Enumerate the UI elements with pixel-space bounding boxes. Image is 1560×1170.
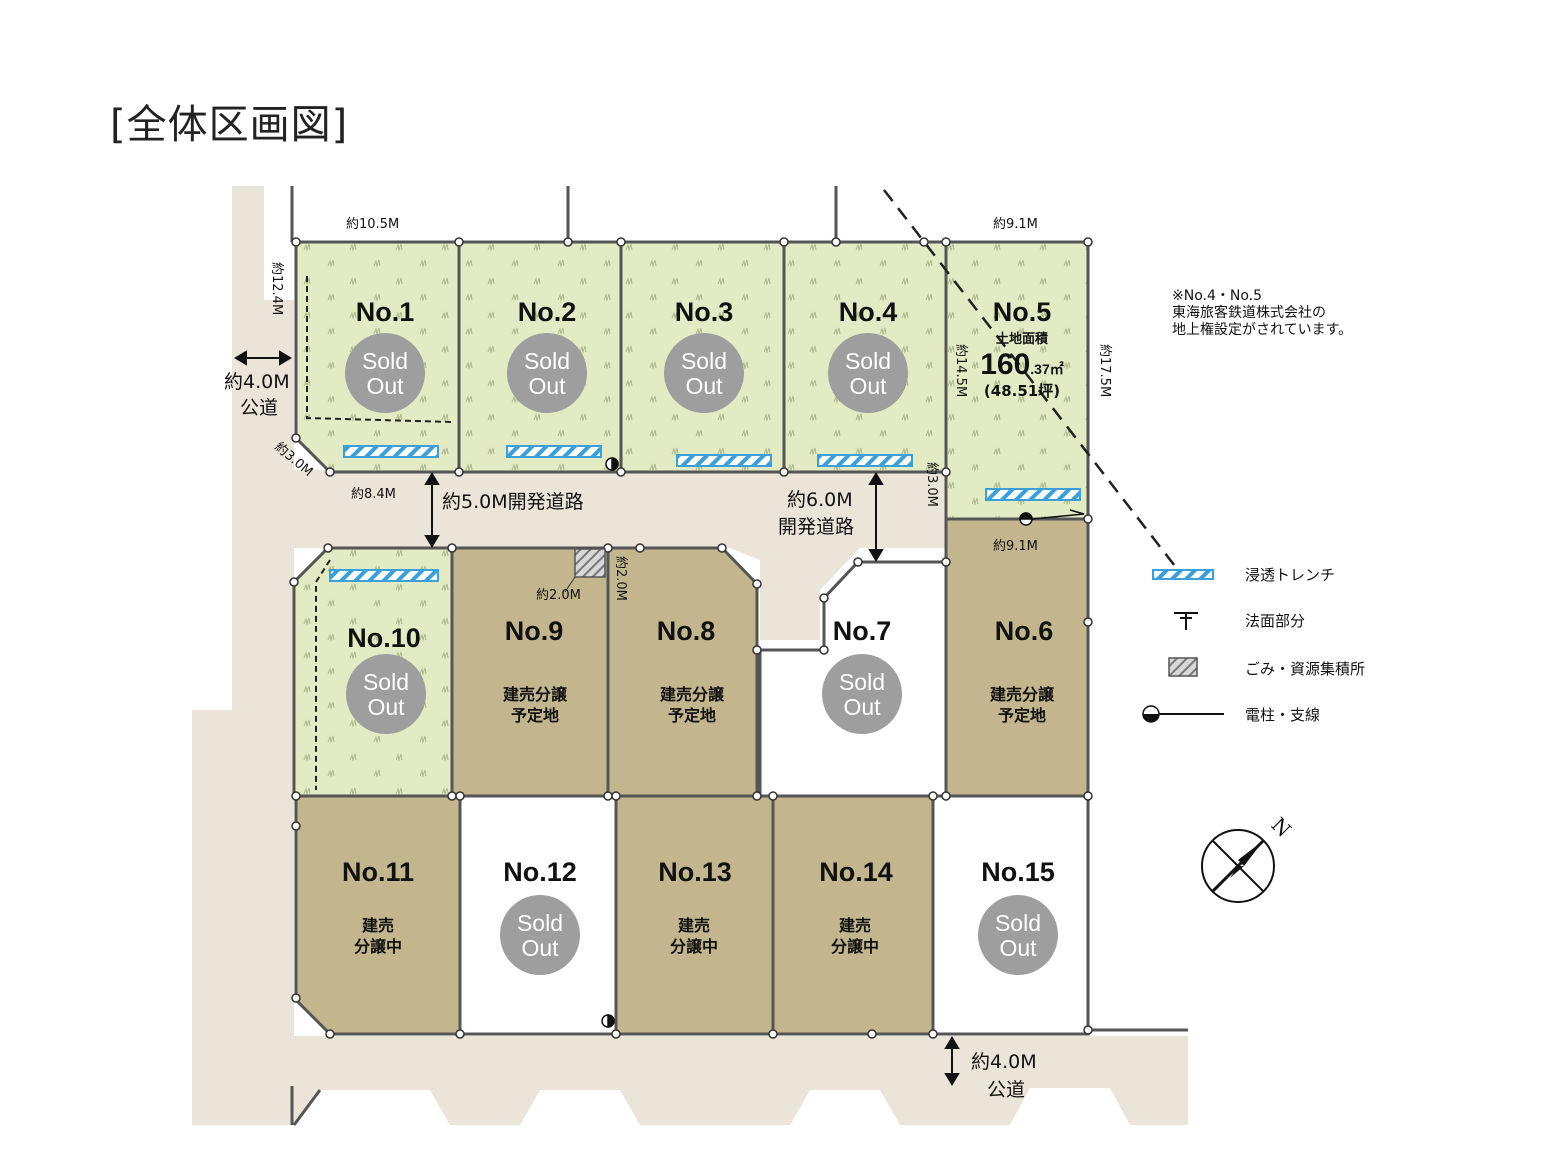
garbage-legend-icon — [1168, 657, 1198, 677]
sold-badges — [345, 333, 1058, 975]
dim-garbage-width: 約2.0M — [536, 588, 581, 603]
dim-top-right: 約9.1M — [993, 217, 1038, 232]
lot-no8-area — [606, 546, 759, 798]
lot-no10-label: No.10 — [347, 623, 421, 653]
lot-no13-area — [614, 794, 775, 1036]
road-dev2-width: 約6.0M — [787, 489, 853, 511]
trench-no5 — [985, 488, 1081, 501]
dim-garbage-depth: 約2.0M — [613, 556, 628, 601]
lot-no13-status-2: 分譲中 — [670, 937, 718, 956]
no5-area-decimal: .37㎡ — [1030, 361, 1063, 377]
lot-no6-area — [944, 517, 1090, 798]
lot-no5-area — [944, 240, 1090, 521]
dimension-arrows — [234, 350, 960, 1086]
svg-text:160.37㎡: 160.37㎡ — [980, 348, 1064, 381]
dim-top-left: 約10.5M — [346, 217, 399, 232]
lot-no1-label: No.1 — [356, 297, 415, 327]
trenches — [329, 445, 1081, 582]
lot-no11-status-1: 建売 — [362, 916, 394, 935]
lot-no9-status-1: 建売分譲 — [503, 685, 568, 704]
dim-no5-depth: 約14.5M — [953, 344, 968, 397]
road-south-type: 公道 — [987, 1079, 1025, 1101]
lot-no12-label: No.12 — [503, 857, 577, 887]
no5-area-label: 土地面積 — [996, 331, 1049, 347]
lot-no8-status-2: 予定地 — [668, 706, 716, 725]
legend-pole: 電柱・支線 — [1140, 700, 1440, 730]
trench-no10 — [329, 569, 439, 582]
lot-no14-status-1: 建売 — [839, 916, 871, 935]
lot-no14-area — [771, 794, 935, 1036]
dim-no5-corner: 約3.0M — [924, 462, 939, 507]
legend: 浸透トレンチ 法面部分 ごみ・資源集積所 電柱・支線 — [1140, 560, 1440, 740]
slope-lines — [306, 276, 453, 790]
dim-front-no1: 約8.4M — [351, 487, 396, 502]
slope-legend-icon — [1174, 612, 1198, 630]
lot-no2-label: No.2 — [518, 297, 577, 327]
lot-no11-area — [294, 794, 462, 1036]
dim-right-depth: 約17.5M — [1097, 344, 1112, 397]
lot-no6-status-1: 建売分譲 — [990, 685, 1055, 704]
road-dev1: 約5.0M開発道路 — [442, 491, 584, 513]
trench-no1 — [343, 445, 439, 458]
page-title: [全体区画図] — [110, 102, 349, 148]
road-south-width: 約4.0M — [971, 1051, 1037, 1073]
lot-no9-label: No.9 — [505, 616, 564, 646]
lot-no8-status-1: 建売分譲 — [660, 685, 725, 704]
boundary-lines — [290, 186, 1188, 1126]
dim-no6-width: 約9.1M — [993, 539, 1038, 554]
lot-no9-area — [450, 546, 610, 798]
lot-no11-label: No.11 — [342, 857, 414, 887]
trench-no4 — [817, 454, 913, 467]
lot-no5-label: No.5 — [993, 297, 1052, 327]
dim-left-depth: 約12.4M — [269, 262, 284, 315]
legend-slope: 法面部分 — [1140, 606, 1440, 636]
lot-no7-label: No.7 — [833, 616, 892, 646]
road-area — [192, 186, 1188, 1125]
lot-no6-status-2: 予定地 — [998, 706, 1046, 725]
road-dev2-type: 開発道路 — [778, 516, 854, 538]
road-west-width: 約4.0M — [224, 371, 290, 393]
trench-legend-icon — [1152, 569, 1214, 580]
lot-no13-label: No.13 — [658, 857, 732, 887]
lot-no13-status-1: 建売 — [678, 916, 710, 935]
note-line-1: ※No.4・No.5 — [1172, 288, 1263, 304]
legend-trench: 浸透トレンチ — [1140, 560, 1440, 590]
compass: N — [1201, 813, 1296, 903]
lot-no8-label: No.8 — [657, 616, 716, 646]
road-west-type: 公道 — [240, 397, 278, 419]
lot-no11-status-2: 分譲中 — [354, 937, 402, 956]
trench-no3 — [676, 454, 772, 467]
utility-poles — [601, 457, 1085, 1028]
lot-no15-label: No.15 — [981, 857, 1055, 887]
trench-no2 — [506, 445, 602, 458]
no5-area-value: 160 — [980, 348, 1030, 381]
lot-no4-label: No.4 — [839, 297, 898, 327]
boundary-points — [289, 237, 1093, 1039]
note-line-3: 地上権設定がされています。 — [1172, 322, 1353, 338]
easement-note: ※No.4・No.5 東海旅客鉄道株式会社の 地上権設定がされています。 — [1172, 288, 1352, 339]
pole-legend-icon — [1142, 705, 1224, 723]
lot-no14-label: No.14 — [819, 857, 893, 887]
legend-garbage: ごみ・資源集積所 — [1140, 654, 1440, 684]
lot-no9-status-2: 予定地 — [511, 706, 559, 725]
lot-no14-status-2: 分譲中 — [831, 937, 879, 956]
note-line-2: 東海旅客鉄道株式会社の — [1172, 305, 1326, 321]
garbage-station — [574, 548, 606, 578]
railway-easement-line — [883, 189, 1179, 571]
no5-area-tsubo: (48.51坪) — [984, 382, 1060, 400]
lot-no3-label: No.3 — [675, 297, 734, 327]
lot-no6-label: No.6 — [995, 616, 1054, 646]
lot-shapes — [292, 240, 1090, 1036]
compass-north: N — [1267, 813, 1296, 842]
